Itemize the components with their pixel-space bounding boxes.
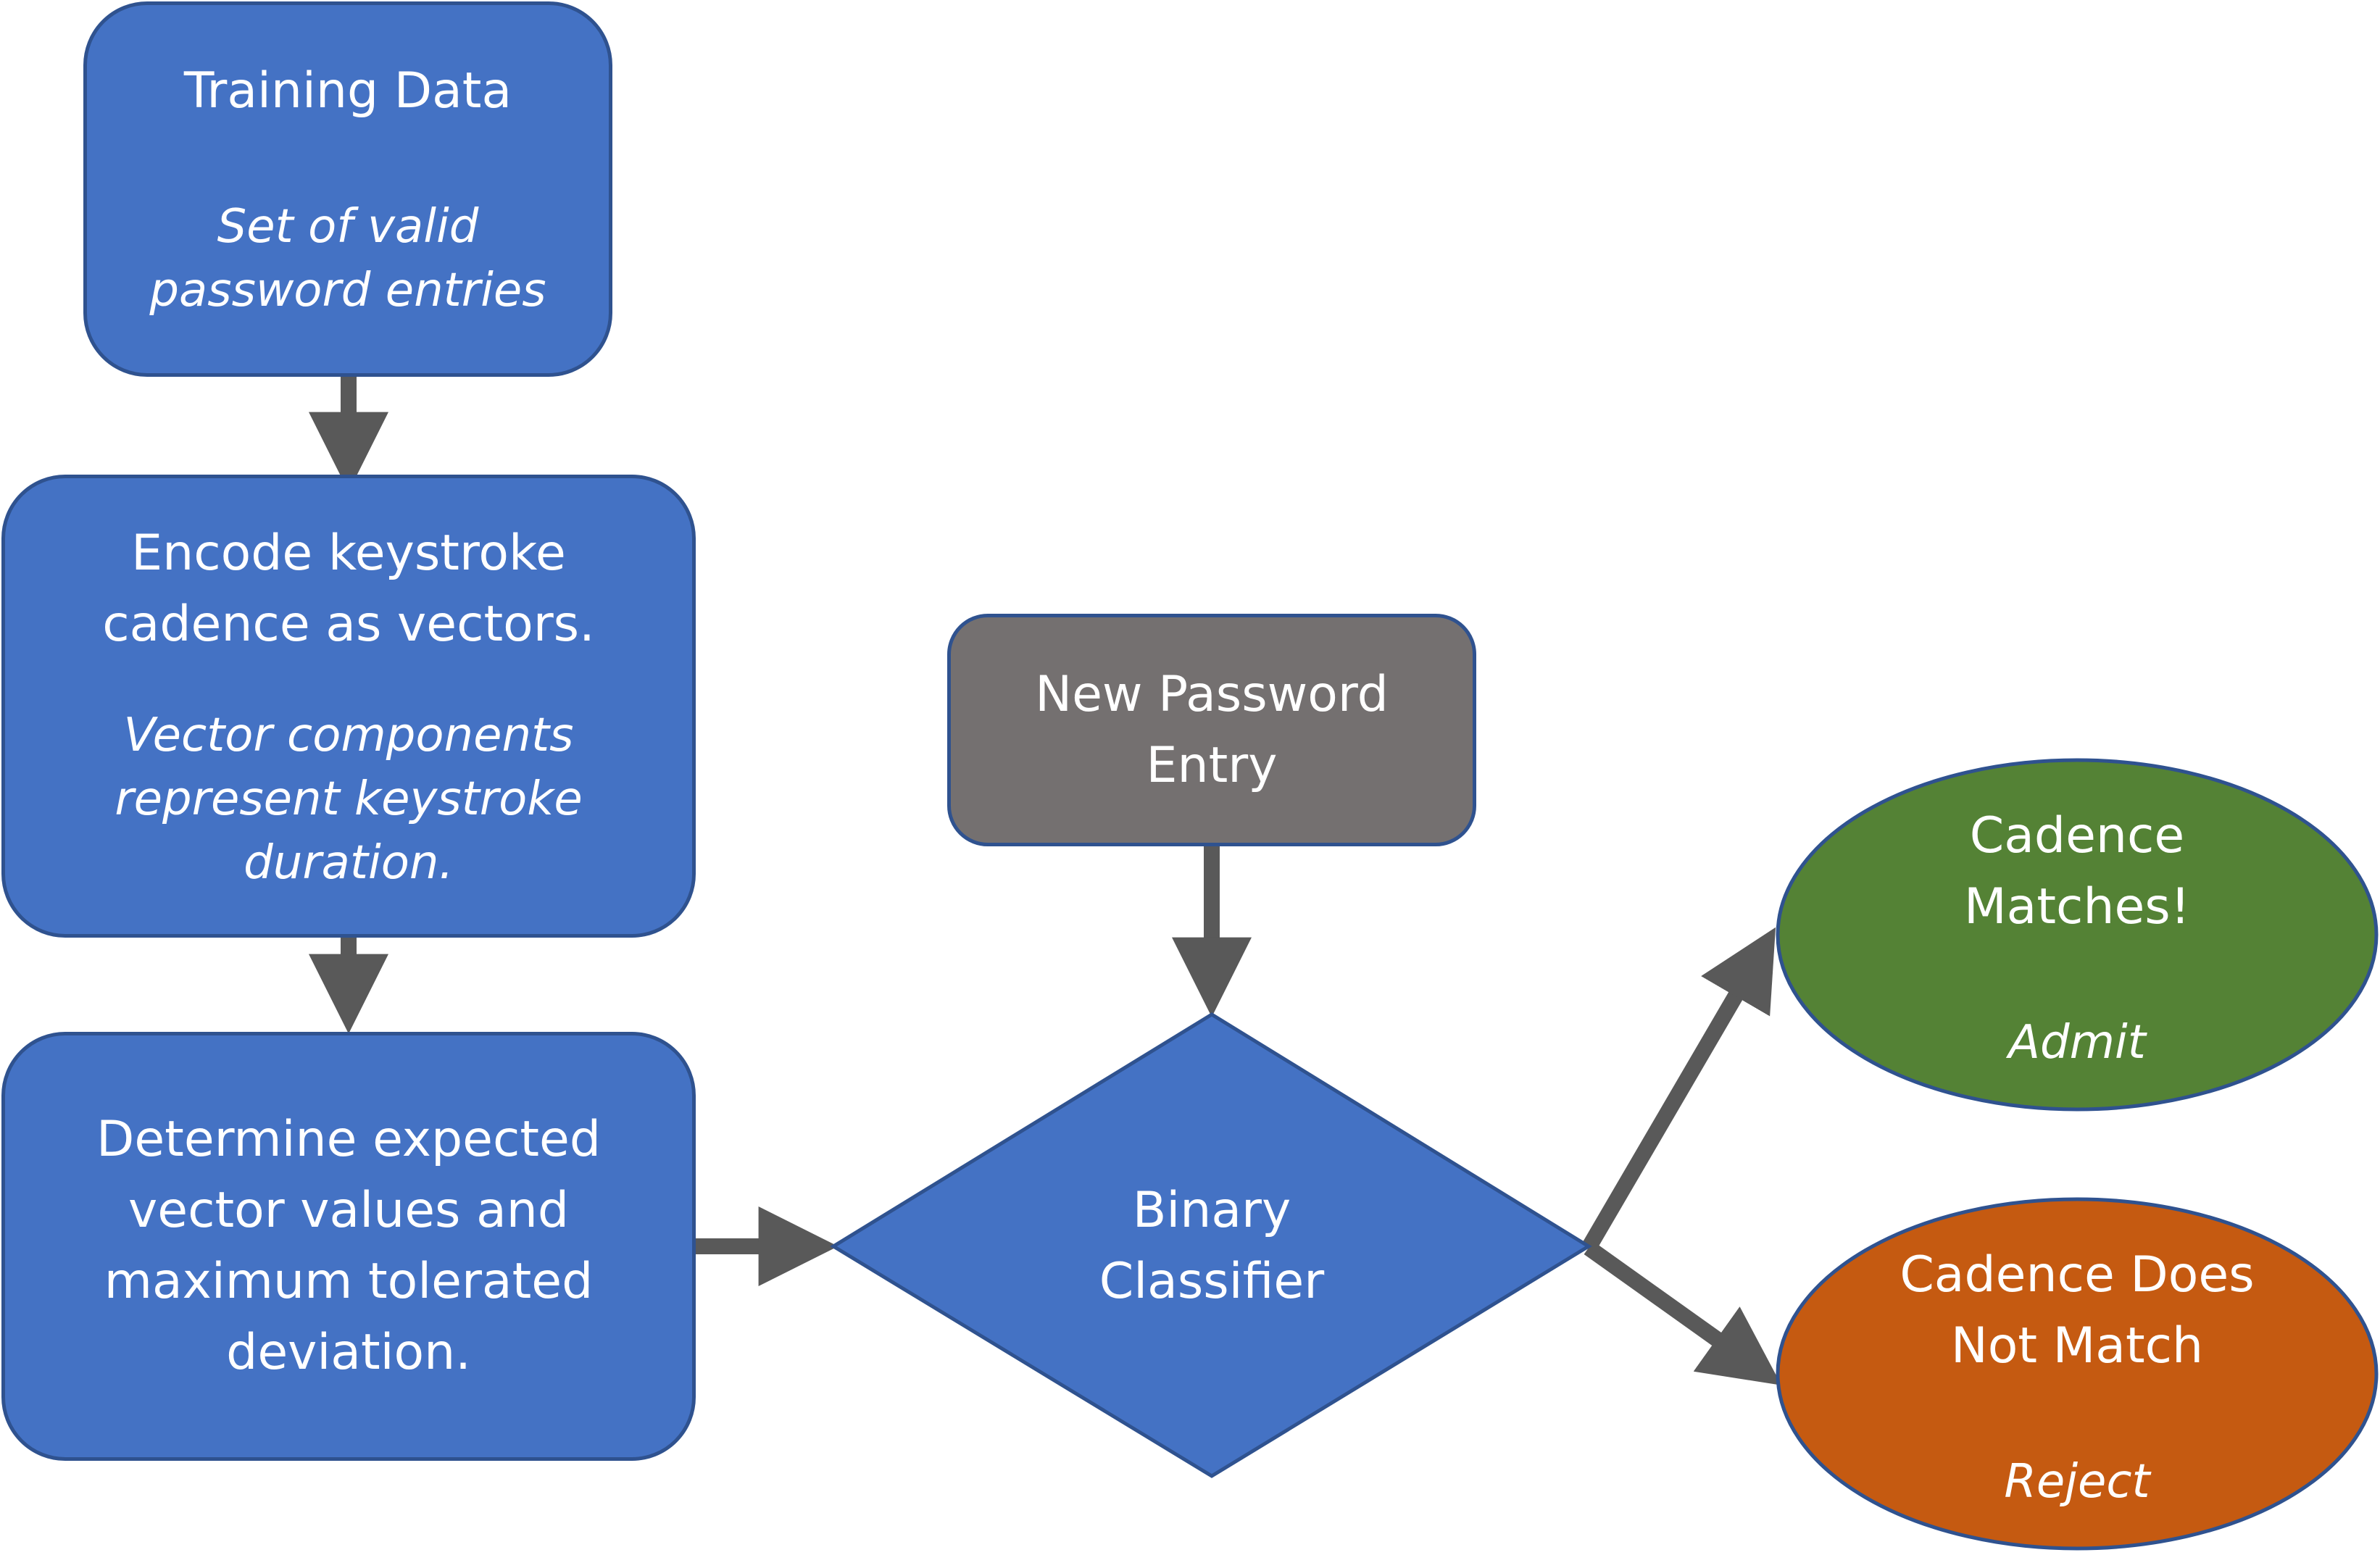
no-match-line1: Cadence Does: [1900, 1246, 2255, 1304]
cadence-no-match-ellipse: [1776, 1197, 2379, 1551]
determine-line4: deviation.: [226, 1324, 471, 1381]
determine-line3: maximum tolerated: [104, 1253, 594, 1310]
determine-expected-box: Determine expected vector values and max…: [1, 1032, 696, 1461]
training-data-subtitle-line1: Set of valid: [217, 200, 479, 254]
binary-classifier-label: Binary Classifier: [978, 1174, 1445, 1319]
encode-subtitle-line3: duration.: [244, 835, 454, 890]
no-match-line2: Not Match: [1950, 1317, 2204, 1375]
encode-subtitle-line1: Vector components: [123, 708, 574, 762]
matches-action: Admit: [2008, 1016, 2146, 1070]
arrow-classifier-to-matches: [1581, 927, 1776, 1252]
new-entry-line1: New Password: [1035, 665, 1389, 723]
training-data-box: Training Data Set of valid password entr…: [83, 1, 612, 377]
encode-subtitle-line2: represent keystroke: [115, 772, 583, 826]
classifier-line2: Classifier: [1099, 1253, 1325, 1310]
matches-line2: Matches!: [1963, 878, 2190, 935]
new-entry-line2: Entry: [1146, 736, 1278, 794]
training-data-title: Training Data: [183, 62, 512, 120]
encode-cadence-box: Encode keystroke cadence as vectors. Vec…: [1, 475, 696, 938]
no-match-action: Reject: [2004, 1455, 2150, 1509]
determine-line1: Determine expected: [96, 1111, 602, 1168]
matches-line1: Cadence: [1969, 807, 2185, 864]
arrow-classifier-to-no-match: [1584, 1241, 1782, 1385]
training-data-subtitle-line2: password entries: [149, 264, 546, 317]
new-password-entry-box: New Password Entry: [947, 614, 1476, 846]
classifier-line1: Binary: [1132, 1182, 1291, 1239]
encode-title-line2: cadence as vectors.: [102, 595, 595, 653]
cadence-matches-ellipse: [1776, 758, 2379, 1112]
cadence-matches-label: Cadence Matches! Admit: [1855, 793, 2299, 1083]
determine-line2: vector values and: [128, 1182, 569, 1239]
binary-classifier-diamond: [830, 1012, 1592, 1478]
encode-title-line1: Encode keystroke: [131, 524, 566, 582]
cadence-no-match-label: Cadence Does Not Match Reject: [1855, 1232, 2299, 1522]
